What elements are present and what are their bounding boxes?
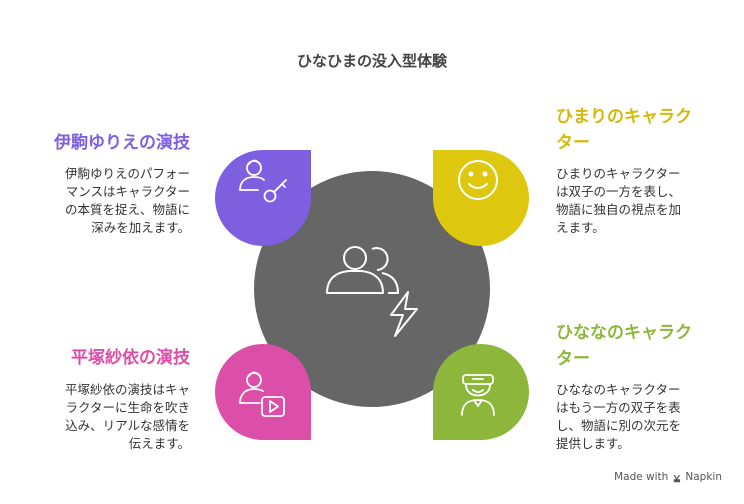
description-line: はもう一方の双子を表 xyxy=(556,400,681,415)
people-icon xyxy=(326,246,399,294)
lightning-icon xyxy=(390,291,418,337)
watermark-brand: Napkin xyxy=(685,471,722,483)
description-line: 深みを加えます。 xyxy=(91,220,190,235)
watermark-prefix: Made with xyxy=(614,471,669,483)
description-line: 物語に独自の視点を加 xyxy=(556,202,682,217)
description-line: の本質を捉え、物語に xyxy=(64,202,190,217)
description-line: し、物語に別の次元を xyxy=(556,418,682,433)
description-line: 伝えます。 xyxy=(128,436,190,451)
description-bottom-right: ひななのキャラクター はもう一方の双子を表 し、物語に別の次元を 提供します。 xyxy=(556,381,726,453)
description-line: 伊駒ゆりえのパフォー xyxy=(64,166,190,181)
description-top-right: ひまりのキャラクター は双子の一方を表し、 物語に独自の視点を加 えます。 xyxy=(556,165,726,237)
watermark: Made with ⩣ Napkin xyxy=(614,471,722,484)
heading-top-left: 伊駒ゆりえの演技 xyxy=(54,133,190,153)
vr-headset-person-icon xyxy=(461,374,495,416)
quadrant-top-left xyxy=(215,149,312,246)
person-key-icon xyxy=(239,159,287,203)
description-top-left: 伊駒ゆりえのパフォー マンスはキャラクター の本質を捉え、物語に 深みを加えます… xyxy=(40,165,190,237)
quadrant-bottom-left xyxy=(215,344,312,441)
description-line: ひななのキャラクター xyxy=(556,382,681,397)
heading-line: ひまりのキャラク xyxy=(556,107,692,127)
napkin-logo-icon: ⩣ xyxy=(673,471,681,483)
heading-line: ター xyxy=(556,349,590,369)
description-line: ひまりのキャラクター xyxy=(556,166,681,181)
description-line: 込み、リアルな感情を xyxy=(65,418,190,433)
description-line: えます。 xyxy=(556,220,605,235)
heading-top-right: ひまりのキャラク ター xyxy=(556,104,726,156)
person-play-icon xyxy=(239,371,285,417)
page-title: ひなひまの没入型体験 xyxy=(296,52,447,70)
heading-line: ター xyxy=(556,133,590,153)
description-line: は双子の一方を表し、 xyxy=(556,184,682,199)
description-line: 提供します。 xyxy=(556,436,630,451)
description-line: 平塚紗依の演技はキャ xyxy=(64,382,190,397)
description-line: マンスはキャラクター xyxy=(65,184,190,199)
heading-bottom-left: 平塚紗依の演技 xyxy=(71,348,190,368)
description-line: ラクターに生命を吹き xyxy=(65,400,190,415)
heading-bottom-right: ひななのキャラク ター xyxy=(556,320,726,372)
description-bottom-left: 平塚紗依の演技はキャ ラクターに生命を吹き 込み、リアルな感情を 伝えます。 xyxy=(40,381,190,453)
center-circle xyxy=(254,171,490,407)
smiley-face-icon xyxy=(458,160,498,200)
heading-line: ひななのキャラク xyxy=(556,323,692,343)
